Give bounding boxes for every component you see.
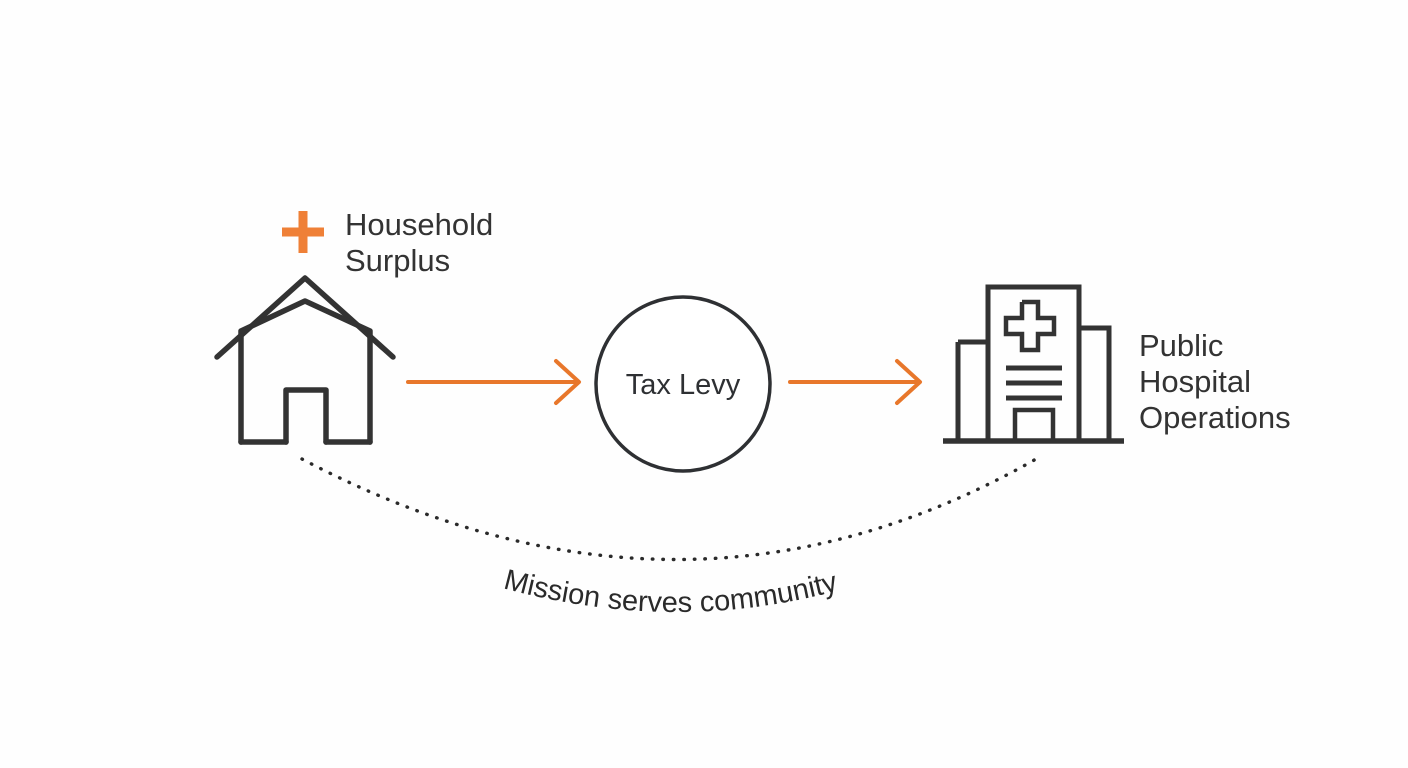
tax-levy-node[interactable]: Tax Levy xyxy=(594,295,772,473)
household-label-line-2: Surplus xyxy=(345,243,450,278)
hospital-icon xyxy=(943,284,1124,444)
public-hospital-node[interactable]: Public Hospital Operations xyxy=(943,284,1291,444)
household-label-line-1: Household xyxy=(345,207,493,242)
dotted-mission-curve xyxy=(300,457,1038,562)
house-icon xyxy=(214,275,396,445)
hospital-label-line-2: Hospital xyxy=(1139,364,1251,399)
tax-levy-label: Tax Levy xyxy=(626,369,741,401)
household-node[interactable]: Household Surplus xyxy=(214,207,493,445)
plus-icon xyxy=(282,211,324,253)
tax-levy-circle xyxy=(594,295,772,473)
hospital-label-line-3: Operations xyxy=(1139,400,1291,435)
mission-curve-label: Mission serves community xyxy=(501,564,841,619)
arrow-house-to-levy xyxy=(406,359,581,405)
arrow-levy-to-hospital xyxy=(788,359,922,405)
hospital-label-line-1: Public xyxy=(1139,328,1223,363)
